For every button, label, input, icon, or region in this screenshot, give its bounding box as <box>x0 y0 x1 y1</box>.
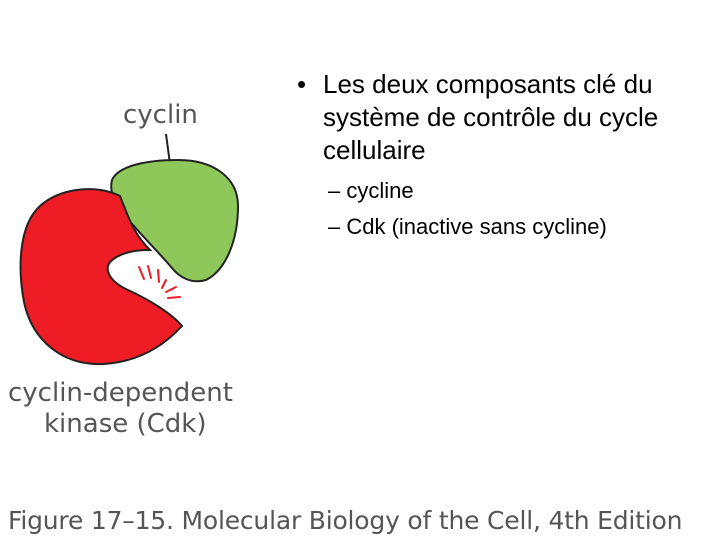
sub-item-cdk: – Cdk (inactive sans cycline) <box>328 214 607 239</box>
activity-ticks <box>138 265 181 299</box>
sub-list: – cycline – Cdk (inactive sans cycline) <box>297 173 712 245</box>
bullet-dot: • <box>297 69 307 99</box>
figure-caption: Figure 17–15. Molecular Biology of the C… <box>8 506 683 535</box>
cyclin-shape <box>110 158 240 283</box>
bullet-main-text: Les deux composants clé du système de co… <box>323 69 659 165</box>
cyclin-pointer-line <box>165 133 171 165</box>
bullet-list: • Les deux composants clé du système de … <box>297 68 712 245</box>
bullet-main: • Les deux composants clé du système de … <box>297 68 712 167</box>
cdk-shape <box>19 188 184 366</box>
cdk-label-line2: kinase (Cdk) <box>44 409 207 439</box>
sub-item-cycline: – cycline <box>328 178 414 203</box>
cyclin-label: cyclin <box>123 100 198 130</box>
cdk-label-line1: cyclin-dependent <box>8 378 233 408</box>
